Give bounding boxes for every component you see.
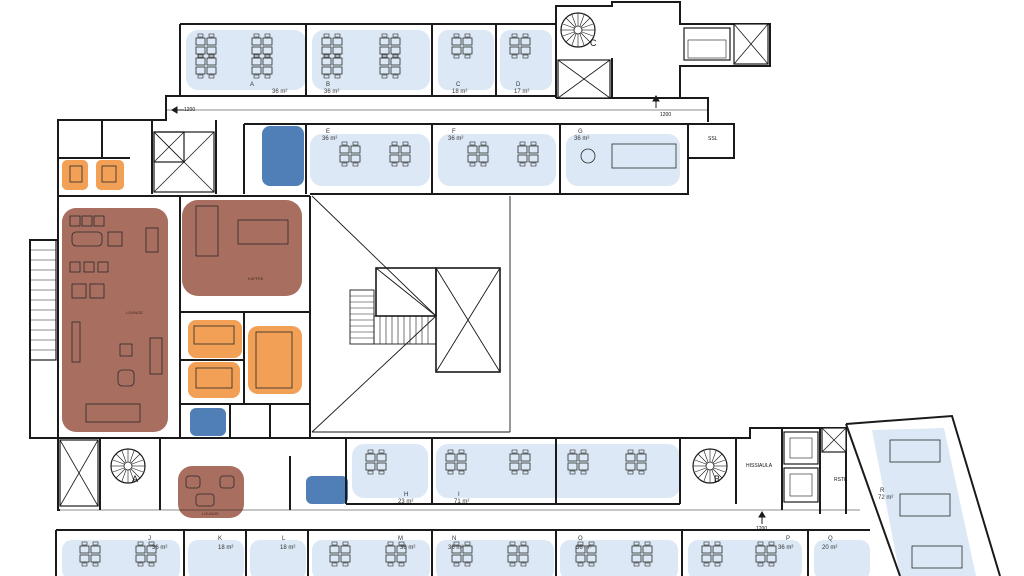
room-label-f-area: 36 m² — [448, 136, 463, 142]
room-g-zone — [566, 134, 680, 186]
room-f-zone — [438, 134, 556, 186]
pod-zone-1 — [62, 160, 88, 190]
room-label-g-area: 36 m² — [574, 136, 589, 142]
room-label-e-letter: E — [326, 129, 330, 135]
stair-treads — [350, 295, 429, 344]
shaft-top-left-outline — [153, 131, 215, 193]
room-label-a-area: 36 m² — [272, 89, 287, 95]
shaft-top-right — [733, 23, 769, 65]
room-label-n-letter: N — [452, 536, 456, 542]
pantry-zone — [182, 200, 302, 296]
room-labels: A 36 m² B 36 m² C 18 m² D 17 m² E 36 m² … — [148, 82, 893, 551]
meeting-zone-2 — [188, 362, 240, 398]
lounge-main-label: LOUNGE — [126, 310, 143, 315]
dimension-bottom: 1200 — [756, 526, 767, 532]
meeting-zone-3 — [248, 326, 302, 394]
room-label-j-area: 36 m² — [152, 545, 167, 551]
desks-second-row — [339, 141, 677, 169]
room-label-p-area: 36 m² — [778, 545, 793, 551]
room-l-zone — [250, 540, 306, 576]
left-exit-stair — [29, 239, 57, 361]
room-label-k-area: 18 m² — [218, 545, 233, 551]
spiral-stair-b — [692, 448, 728, 484]
zone-labels: LOUNGE LOUNGE KAFFEE — [126, 276, 264, 516]
room-label-o-area: 36 m² — [576, 545, 591, 551]
stair-label-c: C — [590, 38, 597, 48]
room-label-d-letter: D — [516, 82, 521, 88]
room-label-b-area: 36 m² — [324, 89, 339, 95]
room-h-zone — [352, 444, 428, 498]
shaft-top-c — [557, 59, 611, 99]
dimension-arrows — [171, 95, 766, 524]
rstk-label: RSTK — [834, 477, 848, 483]
pod-zone-2 — [96, 160, 124, 190]
room-label-k-letter: K — [218, 536, 222, 542]
dimension-top-right: 1200 — [660, 112, 671, 118]
room-label-d-area: 17 m² — [514, 89, 529, 95]
hissiaula-label: HISSIAULA — [746, 463, 773, 469]
room-o-zone — [560, 540, 678, 576]
room-label-r-area: 72 m² — [878, 495, 893, 501]
ssl-label: SSL — [708, 136, 718, 142]
phone-zone — [190, 408, 226, 436]
room-r-zone — [872, 428, 976, 576]
shaft-bottom-left — [59, 439, 99, 507]
lounge-main-zone — [62, 208, 168, 432]
room-label-e-area: 36 m² — [322, 136, 337, 142]
room-label-c-letter: C — [456, 82, 461, 88]
room-label-a-letter: A — [250, 82, 254, 88]
room-label-m-letter: M — [398, 536, 403, 542]
stair-labels: A B C — [132, 38, 720, 484]
spiral-stair-a — [110, 448, 146, 484]
room-label-c-area: 18 m² — [452, 89, 467, 95]
room-p-zone — [688, 540, 802, 576]
lounge-small-zone — [178, 466, 244, 518]
room-k-zone — [188, 540, 244, 576]
room-label-l-area: 18 m² — [280, 545, 295, 551]
room-label-n-area: 36 m² — [448, 545, 463, 551]
pantry-label: KAFFEE — [248, 276, 264, 281]
shaft-bottom-right — [821, 427, 847, 453]
wall-layer — [29, 1, 1001, 576]
room-label-f-letter: F — [452, 129, 456, 135]
room-label-g-letter: G — [578, 129, 583, 135]
dimension-top-left: 1200 — [184, 107, 195, 113]
room-label-q-letter: Q — [828, 536, 833, 542]
desks-room-r — [889, 439, 963, 569]
toilet-zone-top — [262, 126, 304, 186]
stair-label-b: B — [714, 474, 720, 484]
misc-labels: HISSIAULA RSTK SSL 1200 1200 1200 — [184, 107, 848, 532]
toilet-zone-bottom — [306, 476, 348, 504]
room-label-b-letter: B — [326, 82, 330, 88]
room-label-o-letter: O — [578, 536, 583, 542]
room-label-r-letter: R — [880, 488, 885, 494]
room-q-zone — [814, 540, 870, 576]
room-a-zone — [186, 30, 306, 90]
room-n-zone — [436, 540, 554, 576]
room-label-i-area: 71 m² — [454, 499, 469, 505]
room-c-zone — [438, 30, 494, 90]
room-label-i-letter: I — [458, 492, 460, 498]
zone-layer — [62, 30, 976, 576]
room-label-l-letter: L — [282, 536, 286, 542]
meeting-zone-1 — [188, 320, 242, 358]
elevator-shafts — [683, 27, 819, 503]
room-j-zone — [62, 540, 180, 576]
lounge-small-label: LOUNGE — [202, 511, 219, 516]
room-label-j-letter: J — [148, 536, 151, 542]
lounge-furniture — [69, 165, 293, 507]
stair-label-a: A — [132, 474, 138, 484]
atrium — [311, 195, 511, 433]
room-i-zone — [436, 444, 680, 498]
room-b-zone — [312, 30, 430, 90]
room-label-h-area: 23 m² — [398, 499, 413, 505]
room-label-p-letter: P — [786, 536, 790, 542]
room-d-zone — [500, 30, 552, 90]
room-label-m-area: 36 m² — [400, 545, 415, 551]
room-label-h-letter: H — [404, 492, 408, 498]
room-m-zone — [312, 540, 430, 576]
room-label-q-area: 20 m² — [822, 545, 837, 551]
